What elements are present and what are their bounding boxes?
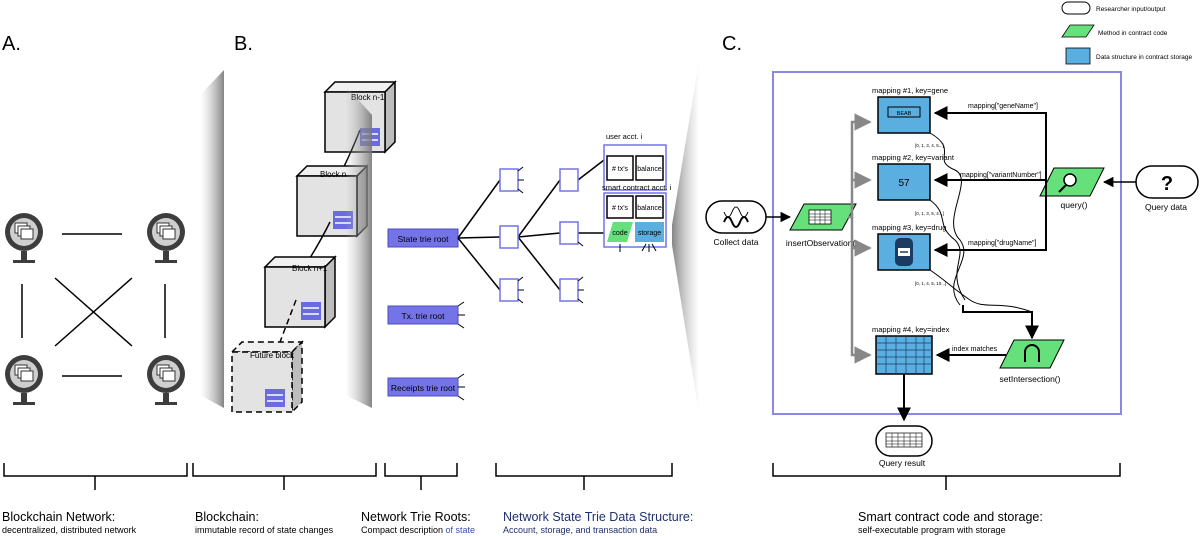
block-label: Block n [320,170,346,179]
trie-node [499,168,519,192]
index-list: [0, 1, 3, 4, 5...] [915,143,944,148]
svg-text:balance: balance [637,205,662,212]
svg-text:# tx's: # tx's [612,166,629,173]
caption-sub: Compact description of state [361,525,475,535]
drug-query-label: mapping["drugName"] [968,240,1036,247]
mapping-variant-box [877,163,931,201]
legend-terminal-swatch [1061,1,1091,15]
legend-item: Researcher input/output [1096,6,1166,13]
question-icon: ? [1161,173,1173,195]
caption-sub: immutable record of state changes [195,525,334,535]
trie-roots: State trie root Tx. trie root Receipts t… [387,228,465,401]
trie-node [559,168,579,192]
legend-item: Data structure in contract storage [1096,54,1192,61]
variant-query-label: mapping["variantNumber"] [960,172,1042,179]
query-result-label: Query result [879,458,926,468]
contract-account-label: smart contract acct. i [602,183,672,192]
storage-field [635,222,664,242]
index-list: [0, 1, 3, 5, 4...] [915,211,944,216]
index-matches-label: index matches [952,346,998,353]
svg-text:# tx's: # tx's [612,205,629,212]
future-block [230,340,304,414]
caption-title: Smart contract code and storage: [858,510,1043,524]
caption-title: Network State Trie Data Structure: [503,510,693,524]
mapping-label: mapping #2, key=variant [872,153,955,162]
trie-node [559,221,579,245]
root-label: State trie root [397,234,449,244]
panel-b-letter: B. [234,33,253,55]
gene-query-label: mapping["geneName"] [968,103,1038,110]
root-label: Receipts trie root [391,383,456,393]
tx-count-field [606,195,634,219]
network-node-icon [4,212,44,264]
caption-sub: self-executable program with storage [858,525,1006,535]
svg-text:storage: storage [638,230,661,237]
dna-icon [723,206,749,218]
caption-title: Blockchain Network: [2,510,115,524]
collect-data-label: Collect data [714,237,759,247]
code-field [607,222,633,242]
query-data-label: Query data [1145,202,1187,212]
panel-c-letter: C. [722,33,742,55]
gene-icon [887,106,921,118]
brackets [3,463,1121,490]
legend: Researcher input/output Method in contra… [1061,1,1192,65]
collect-data-terminal [705,200,767,234]
root-label: Tx. trie root [402,311,446,321]
svg-text:BEAB: BEAB [897,111,912,117]
block-label: Block n-1 [351,93,385,102]
mapping-label: mapping #3, key=drug [872,223,946,232]
block-label: Future block [250,351,295,360]
root-ticks [457,301,465,401]
state-trie: user acct. i # tx's balance smart contra… [457,132,672,304]
balance-field [635,155,664,181]
block-n-plus-1 [263,255,337,329]
trie-node [499,278,519,302]
network-node-icon [146,354,186,406]
mapping-label: mapping #4, key=index [872,325,950,334]
insert-observation-label: insertObservation() [786,238,858,248]
panel-a-letter: A. [2,33,21,55]
captions: Blockchain Network: decentralized, distr… [2,510,1043,535]
balance-field [635,195,664,219]
set-intersection-method [999,339,1065,369]
mapping-label: mapping #1, key=gene [872,86,948,95]
trie-node [499,225,519,249]
variant-value: 57 [898,178,910,189]
svg-text:code: code [612,230,627,237]
index-list: [0, 1, 4, 5, 10...] [915,281,946,286]
tx-count-field [606,155,634,181]
funnel-shade [672,55,700,420]
legend-method-swatch [1061,24,1095,38]
caption-title: Network Trie Roots: [361,510,471,524]
chain-link-future [279,299,297,343]
intersection-icon [1024,344,1040,362]
user-account-label: user acct. i [606,132,643,141]
magnifier-icon [1063,173,1077,187]
trie-node [559,278,579,302]
network-node-icon [146,212,186,264]
mapping-index-box [875,335,933,375]
panel-a: A. [2,33,186,406]
contract-frame [772,71,1122,415]
query-method-label: query() [1061,200,1088,210]
caption-sub: Account, storage, and transaction data [503,525,657,535]
network-node-icon [4,354,44,406]
caption-title: Blockchain: [195,510,259,524]
funnel-shade [200,70,224,408]
legend-storage-swatch [1065,47,1091,65]
svg-text:balance: balance [637,166,662,173]
set-intersection-label: setIntersection() [1000,374,1061,384]
funnel-shade [345,85,372,408]
block-label: Block n+1 [292,264,328,273]
caption-sub: decentralized, distributed network [2,525,137,535]
panel-c: C. Collect data insertObservation() mapp… [705,33,1199,468]
network-link [54,277,133,347]
legend-item: Method in contract code [1098,30,1168,37]
